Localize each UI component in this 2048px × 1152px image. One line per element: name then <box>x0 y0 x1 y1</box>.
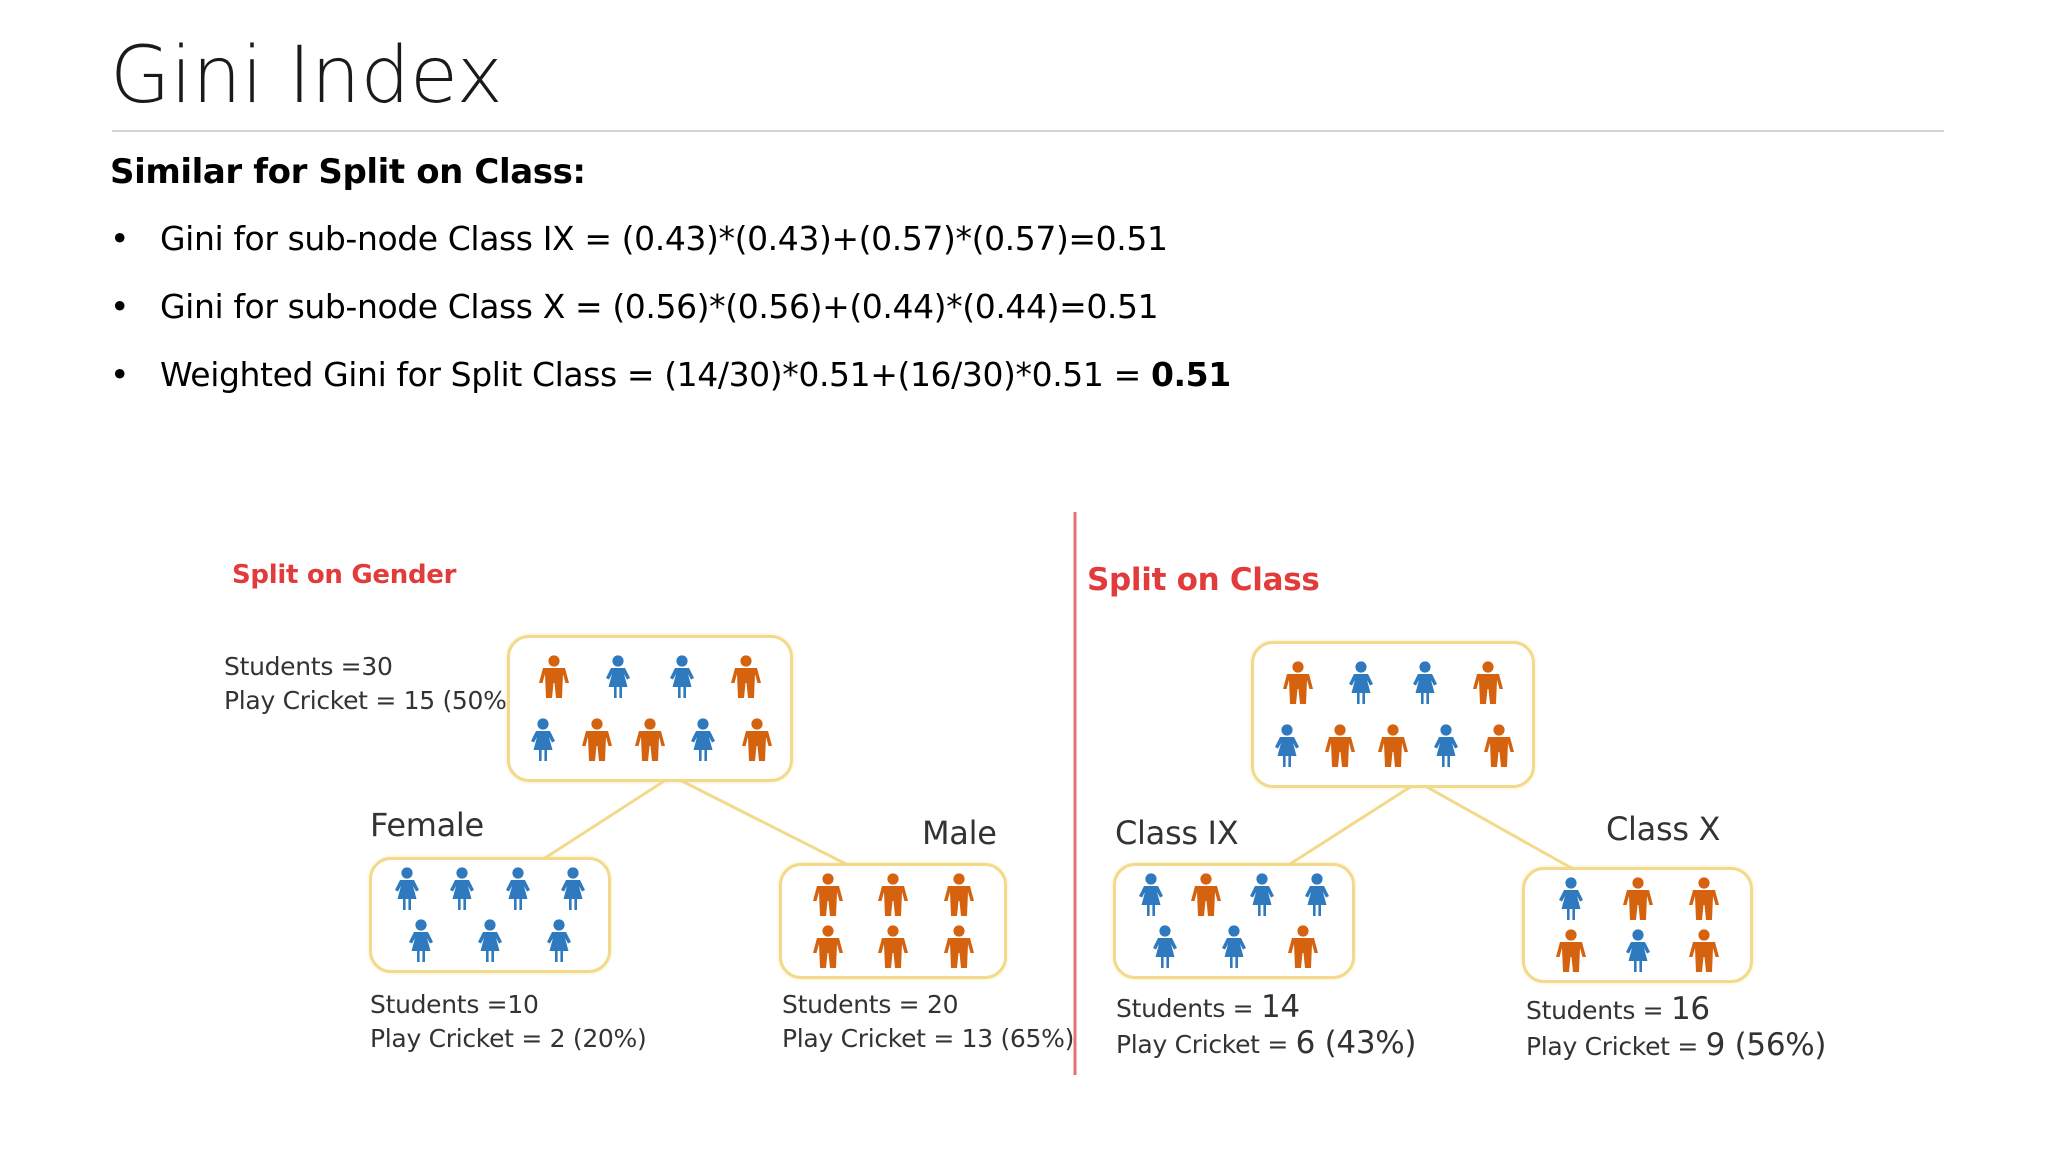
female-person-icon <box>1559 877 1584 920</box>
female-person-icon <box>1412 661 1437 705</box>
female-person-icon <box>1249 873 1274 916</box>
male-node <box>779 863 1007 979</box>
female-node <box>369 857 611 973</box>
male-person-icon <box>1688 877 1719 920</box>
male-play-cricket: Play Cricket = 13 (65%) <box>782 1024 1075 1053</box>
male-node-label: Male <box>922 814 997 852</box>
bullet-item-gini-class-x: • Gini for sub-node Class X = (0.56)*(0.… <box>110 282 1231 350</box>
class-x-play-value: 9 (56%) <box>1705 1027 1827 1063</box>
female-person-icon <box>670 655 694 699</box>
male-person-icon <box>1325 724 1355 767</box>
class-x-students: Students = 16 <box>1526 992 1826 1028</box>
female-person-icon <box>1625 929 1650 972</box>
male-person-icon <box>1473 661 1504 705</box>
slide-title: Gini Index <box>110 31 503 121</box>
weighted-gini-value: 0.51 <box>1150 355 1231 394</box>
bullet-text: Weighted Gini for Split Class = (14/30)*… <box>160 355 1151 394</box>
male-person-icon <box>1688 929 1719 972</box>
male-person-icon <box>635 718 665 761</box>
male-person-icon <box>581 718 612 761</box>
female-person-icon <box>1153 925 1177 968</box>
class-x-students-value: 16 <box>1670 991 1710 1027</box>
female-person-icon <box>547 919 571 962</box>
female-person-icon <box>1139 873 1164 916</box>
class-ix-play-value: 6 (43%) <box>1295 1025 1417 1061</box>
class-x-node-label: Class X <box>1606 810 1721 848</box>
female-node-stats: Students =10 Play Cricket = 2 (20%) <box>370 988 647 1056</box>
male-person-icon <box>812 873 843 916</box>
split-on-class-heading: Split on Class <box>1087 562 1320 598</box>
female-person-icon <box>450 867 475 910</box>
gender-root-stats: Students =30 Play Cricket = 15 (50%) <box>224 650 516 718</box>
gender-root-node <box>507 635 793 782</box>
male-person-icon <box>1288 925 1318 968</box>
class-x-play-cricket: Play Cricket = 9 (56%) <box>1526 1027 1827 1064</box>
class-root-node <box>1251 641 1535 788</box>
male-person-icon <box>1282 661 1313 705</box>
class-x-node <box>1522 867 1753 983</box>
male-person-icon <box>812 925 843 968</box>
class-ix-students-value: 14 <box>1260 989 1300 1025</box>
bullet-item-weighted-gini: • Weighted Gini for Split Class = (14/30… <box>110 350 1231 418</box>
male-person-icon <box>943 925 974 968</box>
male-person-icon <box>1484 724 1514 767</box>
female-person-icon <box>409 919 433 962</box>
male-person-icon <box>943 873 974 916</box>
class-x-students-label: Students = <box>1526 996 1671 1025</box>
female-person-icon <box>1275 724 1299 767</box>
class-ix-students-label: Students = <box>1116 994 1261 1023</box>
male-person-icon <box>1378 724 1408 767</box>
female-person-icon <box>1304 873 1329 916</box>
class-x-node-stats: Students = 16 Play Cricket = 9 (56%) <box>1526 992 1827 1064</box>
female-person-icon <box>531 718 556 761</box>
class-ix-node-stats: Students = 14 Play Cricket = 6 (43%) <box>1116 990 1417 1062</box>
female-person-icon <box>691 718 716 761</box>
male-person-icon <box>878 925 908 968</box>
class-x-play-label: Play Cricket = <box>1526 1032 1706 1061</box>
class-ix-play-cricket: Play Cricket = 6 (43%) <box>1116 1025 1417 1062</box>
female-person-icon <box>395 867 420 910</box>
female-node-label: Female <box>370 806 484 844</box>
class-ix-play-label: Play Cricket = <box>1116 1030 1296 1059</box>
female-person-icon <box>1349 661 1374 705</box>
female-person-icon <box>478 919 502 962</box>
male-person-icon <box>878 873 908 916</box>
gender-root-students: Students =30 <box>224 652 393 681</box>
male-person-icon <box>731 655 761 699</box>
female-play-cricket: Play Cricket = 2 (20%) <box>370 1024 647 1053</box>
male-person-icon <box>1556 929 1587 972</box>
title-divider <box>112 130 1944 132</box>
female-students: Students =10 <box>370 990 539 1019</box>
bullet-item-gini-class-ix: • Gini for sub-node Class IX = (0.43)*(0… <box>110 214 1231 282</box>
male-node-stats: Students = 20 Play Cricket = 13 (65%) <box>782 988 1074 1056</box>
bullet-dot: • <box>110 287 130 326</box>
slide-subheading: Similar for Split on Class: <box>110 152 586 192</box>
connector-gender-female <box>544 774 673 860</box>
bullet-text: Gini for sub-node Class IX = (0.43)*(0.4… <box>160 219 1168 258</box>
connector-class-x <box>1417 780 1576 872</box>
gender-root-play-cricket: Play Cricket = 15 (50%) <box>224 686 517 715</box>
female-person-icon <box>1434 724 1458 767</box>
male-students: Students = 20 <box>782 990 959 1019</box>
female-person-icon <box>505 867 530 910</box>
class-ix-node <box>1113 863 1355 979</box>
female-person-icon <box>1222 925 1246 968</box>
bullet-dot: • <box>110 355 130 394</box>
female-person-icon <box>560 867 585 910</box>
male-person-icon <box>1191 873 1222 916</box>
class-ix-students: Students = 14 <box>1116 990 1416 1026</box>
connector-gender-male <box>671 774 851 868</box>
female-person-icon <box>606 655 630 699</box>
class-ix-node-label: Class IX <box>1115 814 1239 852</box>
bullet-text: Gini for sub-node Class X = (0.56)*(0.56… <box>160 287 1159 326</box>
male-person-icon <box>539 655 569 699</box>
bullet-dot: • <box>110 219 130 258</box>
connector-class-ix <box>1289 780 1419 866</box>
male-person-icon <box>1622 877 1653 920</box>
split-on-gender-heading: Split on Gender <box>232 560 457 590</box>
bullet-list: • Gini for sub-node Class IX = (0.43)*(0… <box>110 214 1231 418</box>
male-person-icon <box>741 718 772 761</box>
